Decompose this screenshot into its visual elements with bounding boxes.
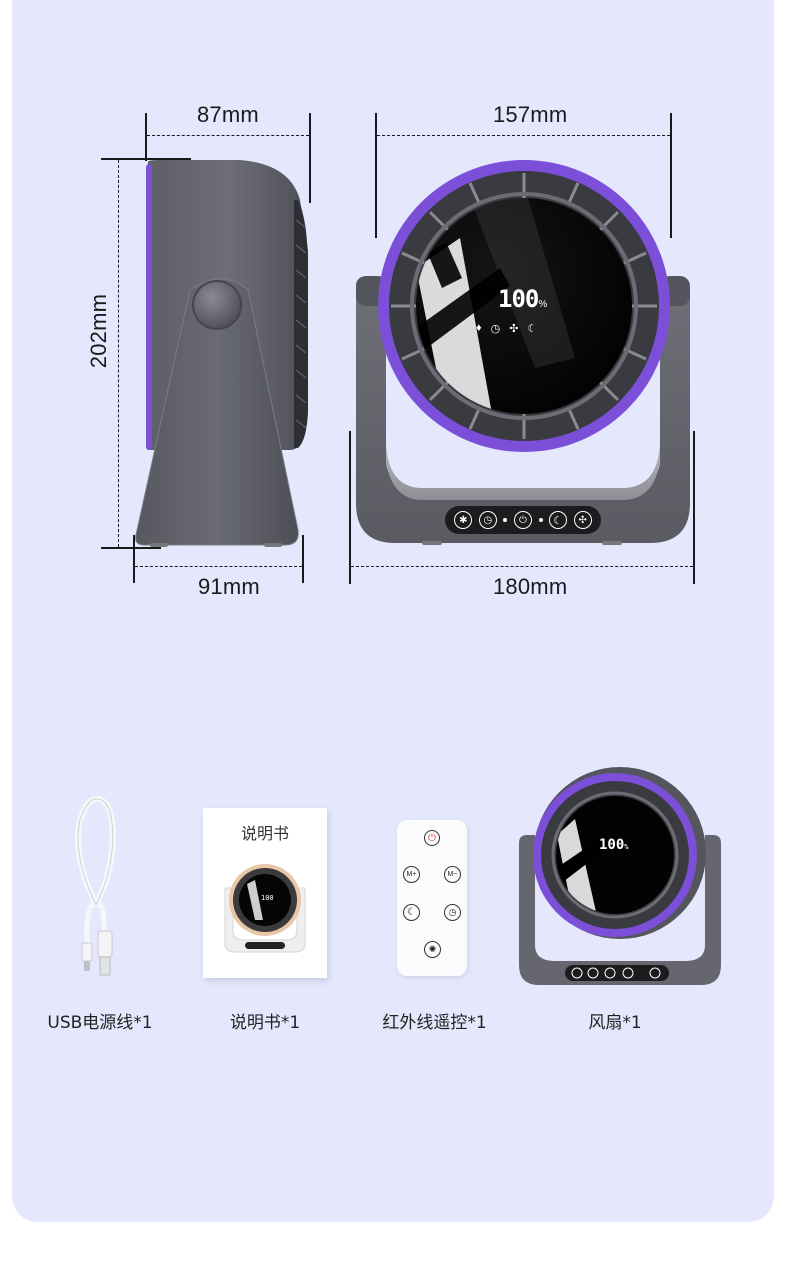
dim-157-label: 157mm <box>493 102 568 127</box>
manual-image: 说明书 100 <box>203 808 327 978</box>
timer-button[interactable]: ◷ <box>478 511 497 529</box>
caption-remote: 红外线遥控*1 <box>382 1013 487 1033</box>
dim-87-label: 87mm <box>197 102 259 127</box>
background-panel <box>12 0 774 1222</box>
fan-icon: ✣ <box>509 323 519 335</box>
caption-usb-cable: USB电源线*1 <box>47 1013 153 1033</box>
dim-87-right-tick <box>309 113 311 203</box>
remote-light-button[interactable]: ✺ <box>424 941 441 958</box>
fan-mini-display: 100% <box>599 837 629 853</box>
display-readout: 100% <box>498 285 558 315</box>
caption-fan: 风扇*1 <box>588 1013 642 1033</box>
dim-91-label: 91mm <box>198 574 260 599</box>
remote-control-image: ⏻ M+ M− ☾ ◷ ✺ <box>397 820 467 976</box>
dim-157-line <box>377 135 670 136</box>
dim-157-right-tick <box>670 113 672 238</box>
caption-manual: 说明书*1 <box>229 1013 301 1033</box>
dim-91-left-tick <box>133 535 135 583</box>
remote-sleep-button[interactable]: ☾ <box>403 904 420 921</box>
front-view-product <box>350 158 695 548</box>
manual-cover-title: 说明书 <box>240 824 289 843</box>
power-button[interactable]: ⏻ <box>513 511 532 529</box>
separator-dot <box>538 518 543 522</box>
sleep-button[interactable]: ☾ <box>549 511 568 529</box>
display-percent-sign: % <box>538 299 548 310</box>
fan-mode-button[interactable]: ✣ <box>573 511 592 529</box>
dim-202-line <box>118 160 119 547</box>
svg-text:100: 100 <box>261 894 274 902</box>
light-button[interactable]: ✱ <box>454 511 473 529</box>
fan-image: 100% <box>515 765 725 987</box>
remote-m-plus-button[interactable]: M+ <box>403 866 420 883</box>
separator-dot <box>503 518 508 522</box>
remote-timer-button[interactable]: ◷ <box>444 904 461 921</box>
dim-180-left-tick <box>349 431 351 584</box>
display-percent-value: 100 <box>498 285 539 313</box>
control-panel: ✱ ◷ ⏻ ☾ ✣ <box>445 506 601 534</box>
dim-87-line <box>147 135 309 136</box>
dim-180-right-tick <box>693 431 695 584</box>
remote-m-minus-button[interactable]: M− <box>444 866 461 883</box>
sleep-moon-icon: ☾ <box>527 323 538 335</box>
dim-157-left-tick <box>375 113 377 238</box>
dim-91-right-tick <box>302 535 304 583</box>
light-icon: ♦ <box>476 322 482 334</box>
dim-180-label: 180mm <box>493 574 568 599</box>
timer-icon: ◷ <box>490 323 501 335</box>
dim-180-line <box>351 566 693 567</box>
dim-91-line <box>135 566 302 567</box>
display-indicator-row: ♦ ◷ ✣ ☾ <box>476 322 556 336</box>
dim-202-top-tick <box>101 158 191 160</box>
usb-cable-image <box>66 795 126 980</box>
dim-202-label: 202mm <box>86 293 111 369</box>
side-view-product <box>130 150 330 560</box>
dim-87-left-tick <box>145 113 147 161</box>
dim-202-bottom-tick <box>101 547 161 549</box>
remote-power-button[interactable]: ⏻ <box>424 830 440 846</box>
